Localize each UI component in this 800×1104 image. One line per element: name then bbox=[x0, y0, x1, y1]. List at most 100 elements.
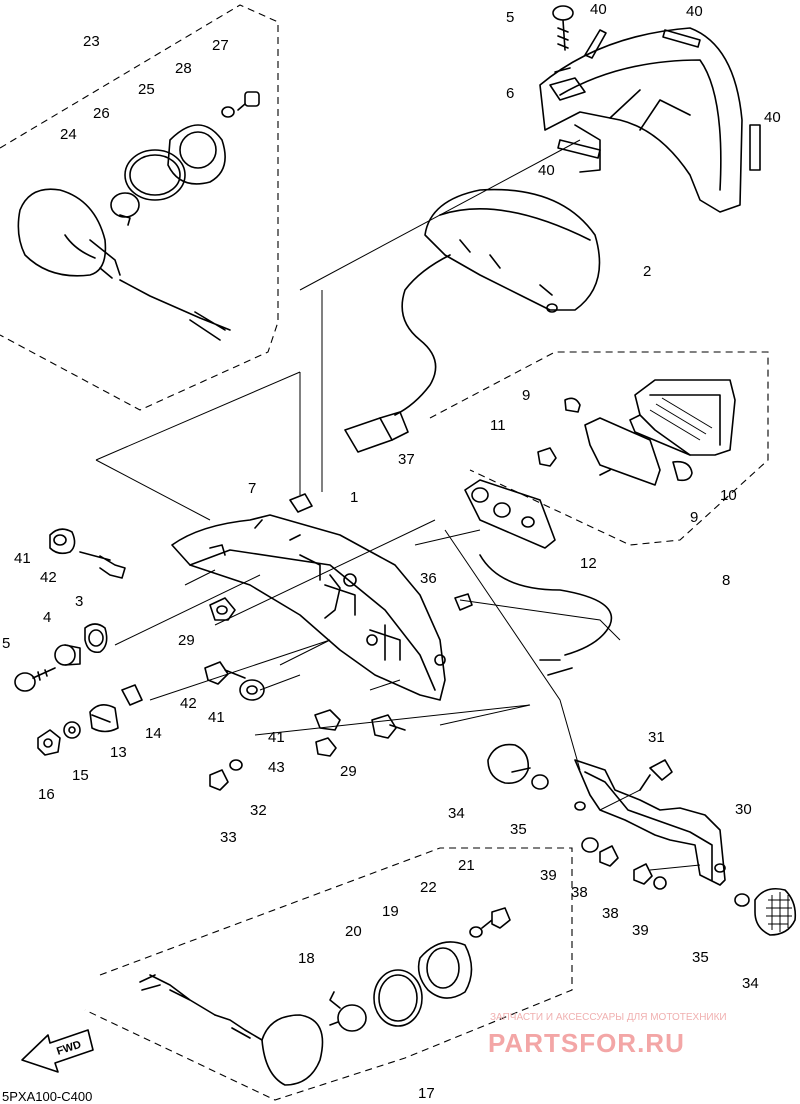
callout-32: 32 bbox=[250, 802, 267, 819]
callout-8: 8 bbox=[722, 572, 730, 589]
part-4-collar bbox=[54, 644, 81, 666]
part-35-washer-left bbox=[531, 774, 549, 790]
callout-41-middle: 41 bbox=[208, 709, 225, 726]
license-wire bbox=[479, 554, 613, 676]
part-43-nut bbox=[315, 737, 337, 757]
callout-15: 15 bbox=[72, 767, 89, 784]
part-16-nut bbox=[37, 729, 61, 756]
callout-26: 26 bbox=[93, 105, 110, 122]
callout-12: 12 bbox=[580, 555, 597, 572]
watermark-brand: PARTSFOR.RU bbox=[488, 1028, 685, 1058]
callout-29-lower: 29 bbox=[340, 763, 357, 780]
callout-9-lower: 9 bbox=[690, 509, 698, 526]
callout-39-right: 39 bbox=[632, 922, 649, 939]
callout-25: 25 bbox=[138, 81, 155, 98]
part-30-bracket bbox=[574, 759, 726, 886]
callout-5-top: 5 bbox=[506, 9, 514, 26]
wire-17 bbox=[139, 974, 216, 1016]
part-29-nut-lower bbox=[371, 714, 406, 739]
part-15-washer bbox=[63, 721, 81, 739]
group-outline-23 bbox=[0, 4, 279, 411]
part-29-nut-upper bbox=[209, 597, 236, 621]
callout-35-left: 35 bbox=[510, 821, 527, 838]
callout-30: 30 bbox=[735, 801, 752, 818]
callout-7: 7 bbox=[248, 480, 256, 497]
callout-4: 4 bbox=[43, 609, 51, 626]
callout-42-middle: 42 bbox=[180, 695, 197, 712]
part-42-bolt bbox=[79, 551, 126, 579]
part-10-license-lamp bbox=[629, 379, 736, 456]
part-19-lens-rim bbox=[417, 941, 473, 999]
part-14-spacer bbox=[121, 684, 143, 706]
callout-33: 33 bbox=[220, 829, 237, 846]
part-2-tail-lamp bbox=[424, 188, 601, 313]
callout-16: 16 bbox=[38, 786, 55, 803]
callout-20: 20 bbox=[345, 923, 362, 940]
part-mudguard-rear bbox=[539, 27, 743, 213]
callout-40-c: 40 bbox=[764, 109, 781, 126]
part-40-pad bbox=[557, 29, 761, 171]
part-39-washer bbox=[581, 837, 667, 890]
part-41-collar-middle bbox=[239, 679, 265, 701]
part-42-bolt-middle bbox=[204, 661, 246, 685]
callout-23: 23 bbox=[83, 33, 100, 50]
callout-24: 24 bbox=[60, 126, 77, 143]
part-32-washer bbox=[229, 759, 243, 771]
callout-41-left: 41 bbox=[14, 550, 31, 567]
part-28-washer bbox=[221, 106, 235, 118]
callout-3: 3 bbox=[75, 593, 83, 610]
part-13-damper bbox=[89, 704, 119, 733]
callout-18: 18 bbox=[298, 950, 315, 967]
part-12-bracket bbox=[464, 479, 556, 549]
part-35-washer-right bbox=[734, 893, 750, 907]
callout-35-right: 35 bbox=[692, 949, 709, 966]
callout-40-b: 40 bbox=[686, 3, 703, 20]
part-37-wire bbox=[394, 254, 451, 416]
part-27-screw bbox=[237, 91, 260, 111]
callout-36: 36 bbox=[420, 570, 437, 587]
part-41-collar-lower bbox=[314, 709, 341, 731]
part-24-bulb-housing bbox=[17, 188, 140, 279]
callout-28: 28 bbox=[175, 60, 192, 77]
group-outline-8 bbox=[429, 351, 769, 546]
callout-38-right: 38 bbox=[602, 905, 619, 922]
callout-39-left: 39 bbox=[540, 867, 557, 884]
callout-1: 1 bbox=[350, 489, 358, 506]
callout-38-left: 38 bbox=[571, 884, 588, 901]
fwd-arrow-icon: FWD bbox=[21, 1029, 94, 1073]
watermark-tagline: ЗАПЧАСТИ И АКСЕССУАРЫ ДЛЯ МОТОТЕХНИКИ bbox=[490, 1012, 727, 1023]
callout-37: 37 bbox=[398, 451, 415, 468]
part-34-reflector-right bbox=[754, 887, 797, 936]
part-5-screw-left bbox=[14, 667, 56, 692]
callout-2: 2 bbox=[643, 263, 651, 280]
callout-5-left: 5 bbox=[2, 635, 10, 652]
callout-40-a: 40 bbox=[590, 1, 607, 18]
part-26-gasket bbox=[124, 149, 186, 201]
callout-22: 22 bbox=[420, 879, 437, 896]
rear-signal-housing bbox=[214, 1014, 324, 1086]
part-20-gasket bbox=[373, 969, 423, 1027]
part-25-lens-rim bbox=[167, 124, 226, 185]
callout-labels: 1 2 3 4 5 5 6 7 8 9 9 10 11 12 13 14 15 … bbox=[2, 1, 781, 1102]
part-5-top-screw bbox=[552, 5, 574, 51]
callout-43: 43 bbox=[268, 759, 285, 776]
group-outline-17 bbox=[84, 847, 573, 1101]
callout-21: 21 bbox=[458, 857, 475, 874]
callout-13: 13 bbox=[110, 744, 127, 761]
drawing-code: 5PXA100-C400 bbox=[2, 1089, 92, 1104]
callout-11: 11 bbox=[490, 417, 506, 434]
wire-23 bbox=[119, 279, 231, 341]
callout-29-upper: 29 bbox=[178, 632, 195, 649]
part-31-bolt bbox=[639, 759, 673, 791]
callout-17: 17 bbox=[418, 1085, 435, 1102]
watermark: ЗАПЧАСТИ И АКСЕССУАРЫ ДЛЯ МОТОТЕХНИКИ PA… bbox=[488, 1012, 727, 1058]
callout-31: 31 bbox=[648, 729, 665, 746]
callout-41-lower: 41 bbox=[268, 729, 285, 746]
part-3-grommet bbox=[84, 623, 108, 654]
part-11-nut bbox=[537, 447, 557, 467]
part-21-screw bbox=[481, 907, 511, 929]
part-33-nut bbox=[209, 769, 229, 791]
callout-27: 27 bbox=[212, 37, 229, 54]
callout-34-left: 34 bbox=[448, 805, 465, 822]
